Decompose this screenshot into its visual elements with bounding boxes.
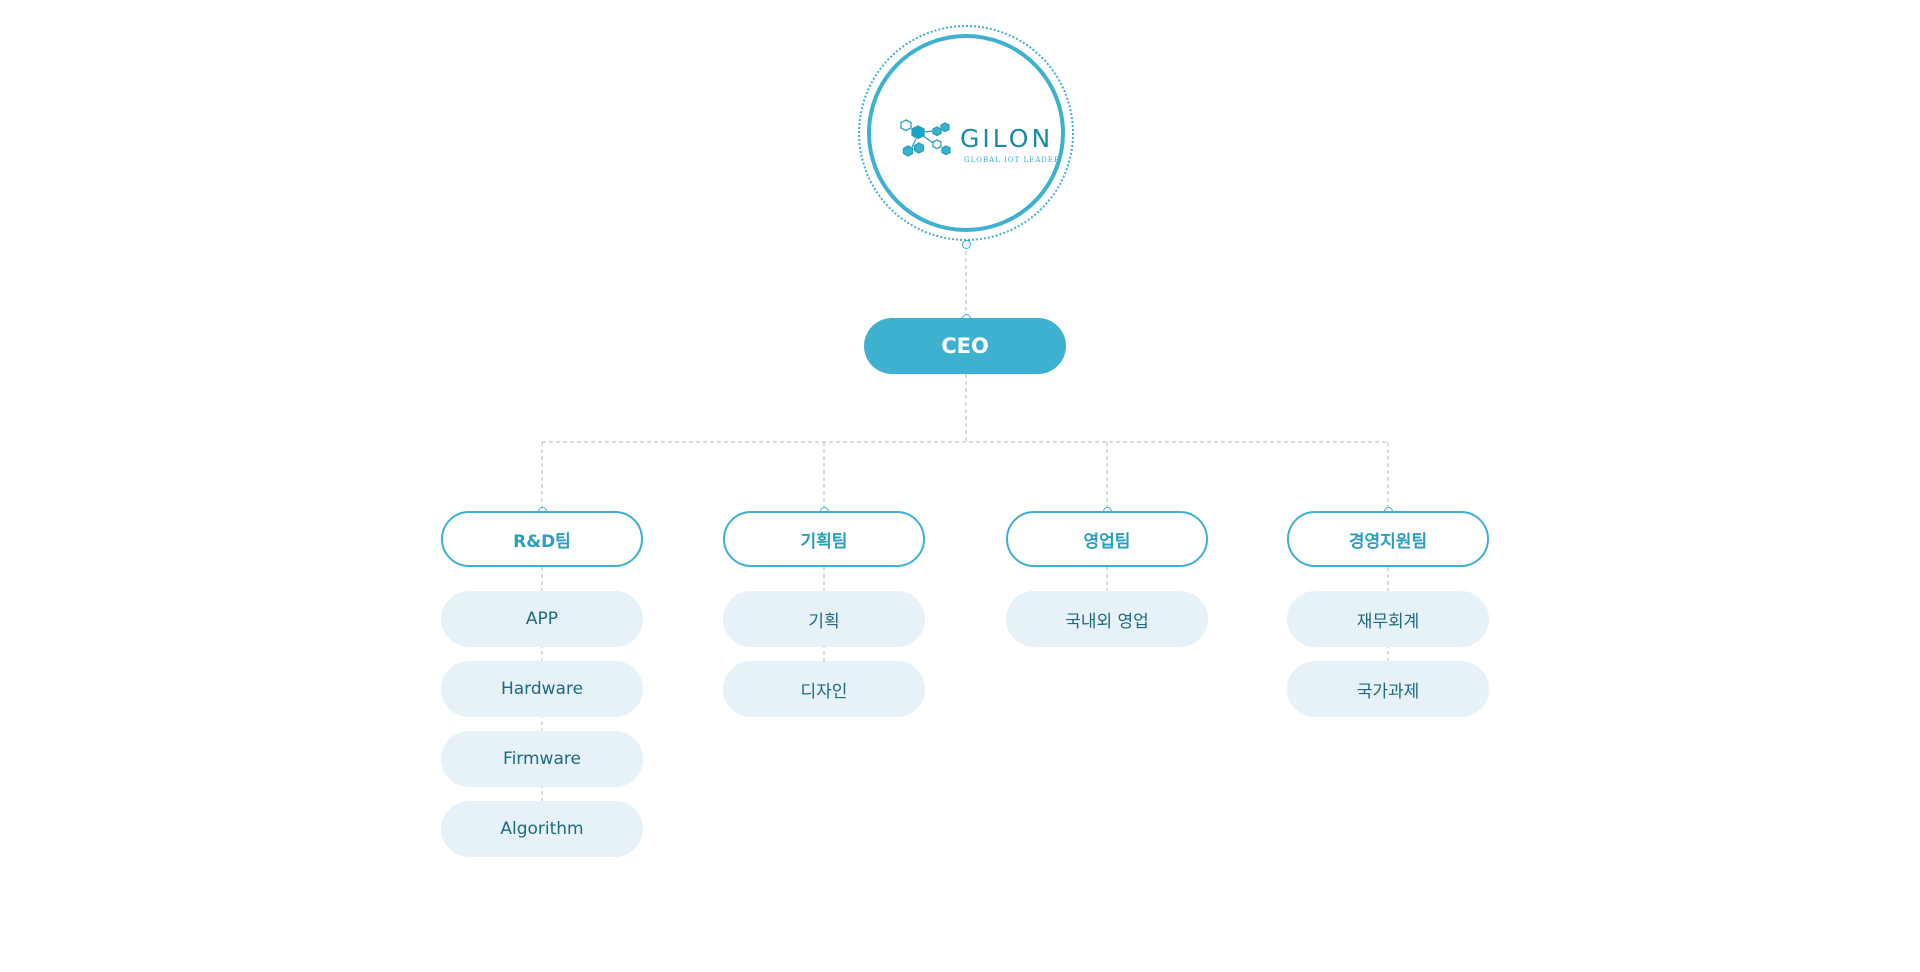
unit-node-firmware: Firmware <box>441 731 643 787</box>
unit-node-design: 디자인 <box>723 661 925 717</box>
ceo-node: CEO <box>864 318 1066 374</box>
company-logo-emblem: GILON GLOBAL IOT LEADER <box>858 25 1074 241</box>
unit-node-algorithm: Algorithm <box>441 801 643 857</box>
team-node-sales: 영업팀 <box>1006 511 1208 567</box>
logo-circle: GILON GLOBAL IOT LEADER <box>867 34 1065 232</box>
unit-node-planning: 기획 <box>723 591 925 647</box>
logo-tagline: GLOBAL IOT LEADER <box>964 156 1061 164</box>
logo-wordmark: GILON <box>960 124 1054 153</box>
unit-node-app: APP <box>441 591 643 647</box>
team-node-planning: 기획팀 <box>723 511 925 567</box>
team-node-rnd: R&D팀 <box>441 511 643 567</box>
unit-node-domestic-overseas-sales: 국내외 영업 <box>1006 591 1208 647</box>
connector-node <box>961 239 971 249</box>
unit-node-national-projects: 국가과제 <box>1287 661 1489 717</box>
team-node-management-support: 경영지원팀 <box>1287 511 1489 567</box>
hexagon-network-icon <box>900 119 951 157</box>
unit-node-hardware: Hardware <box>441 661 643 717</box>
unit-node-finance-accounting: 재무회계 <box>1287 591 1489 647</box>
